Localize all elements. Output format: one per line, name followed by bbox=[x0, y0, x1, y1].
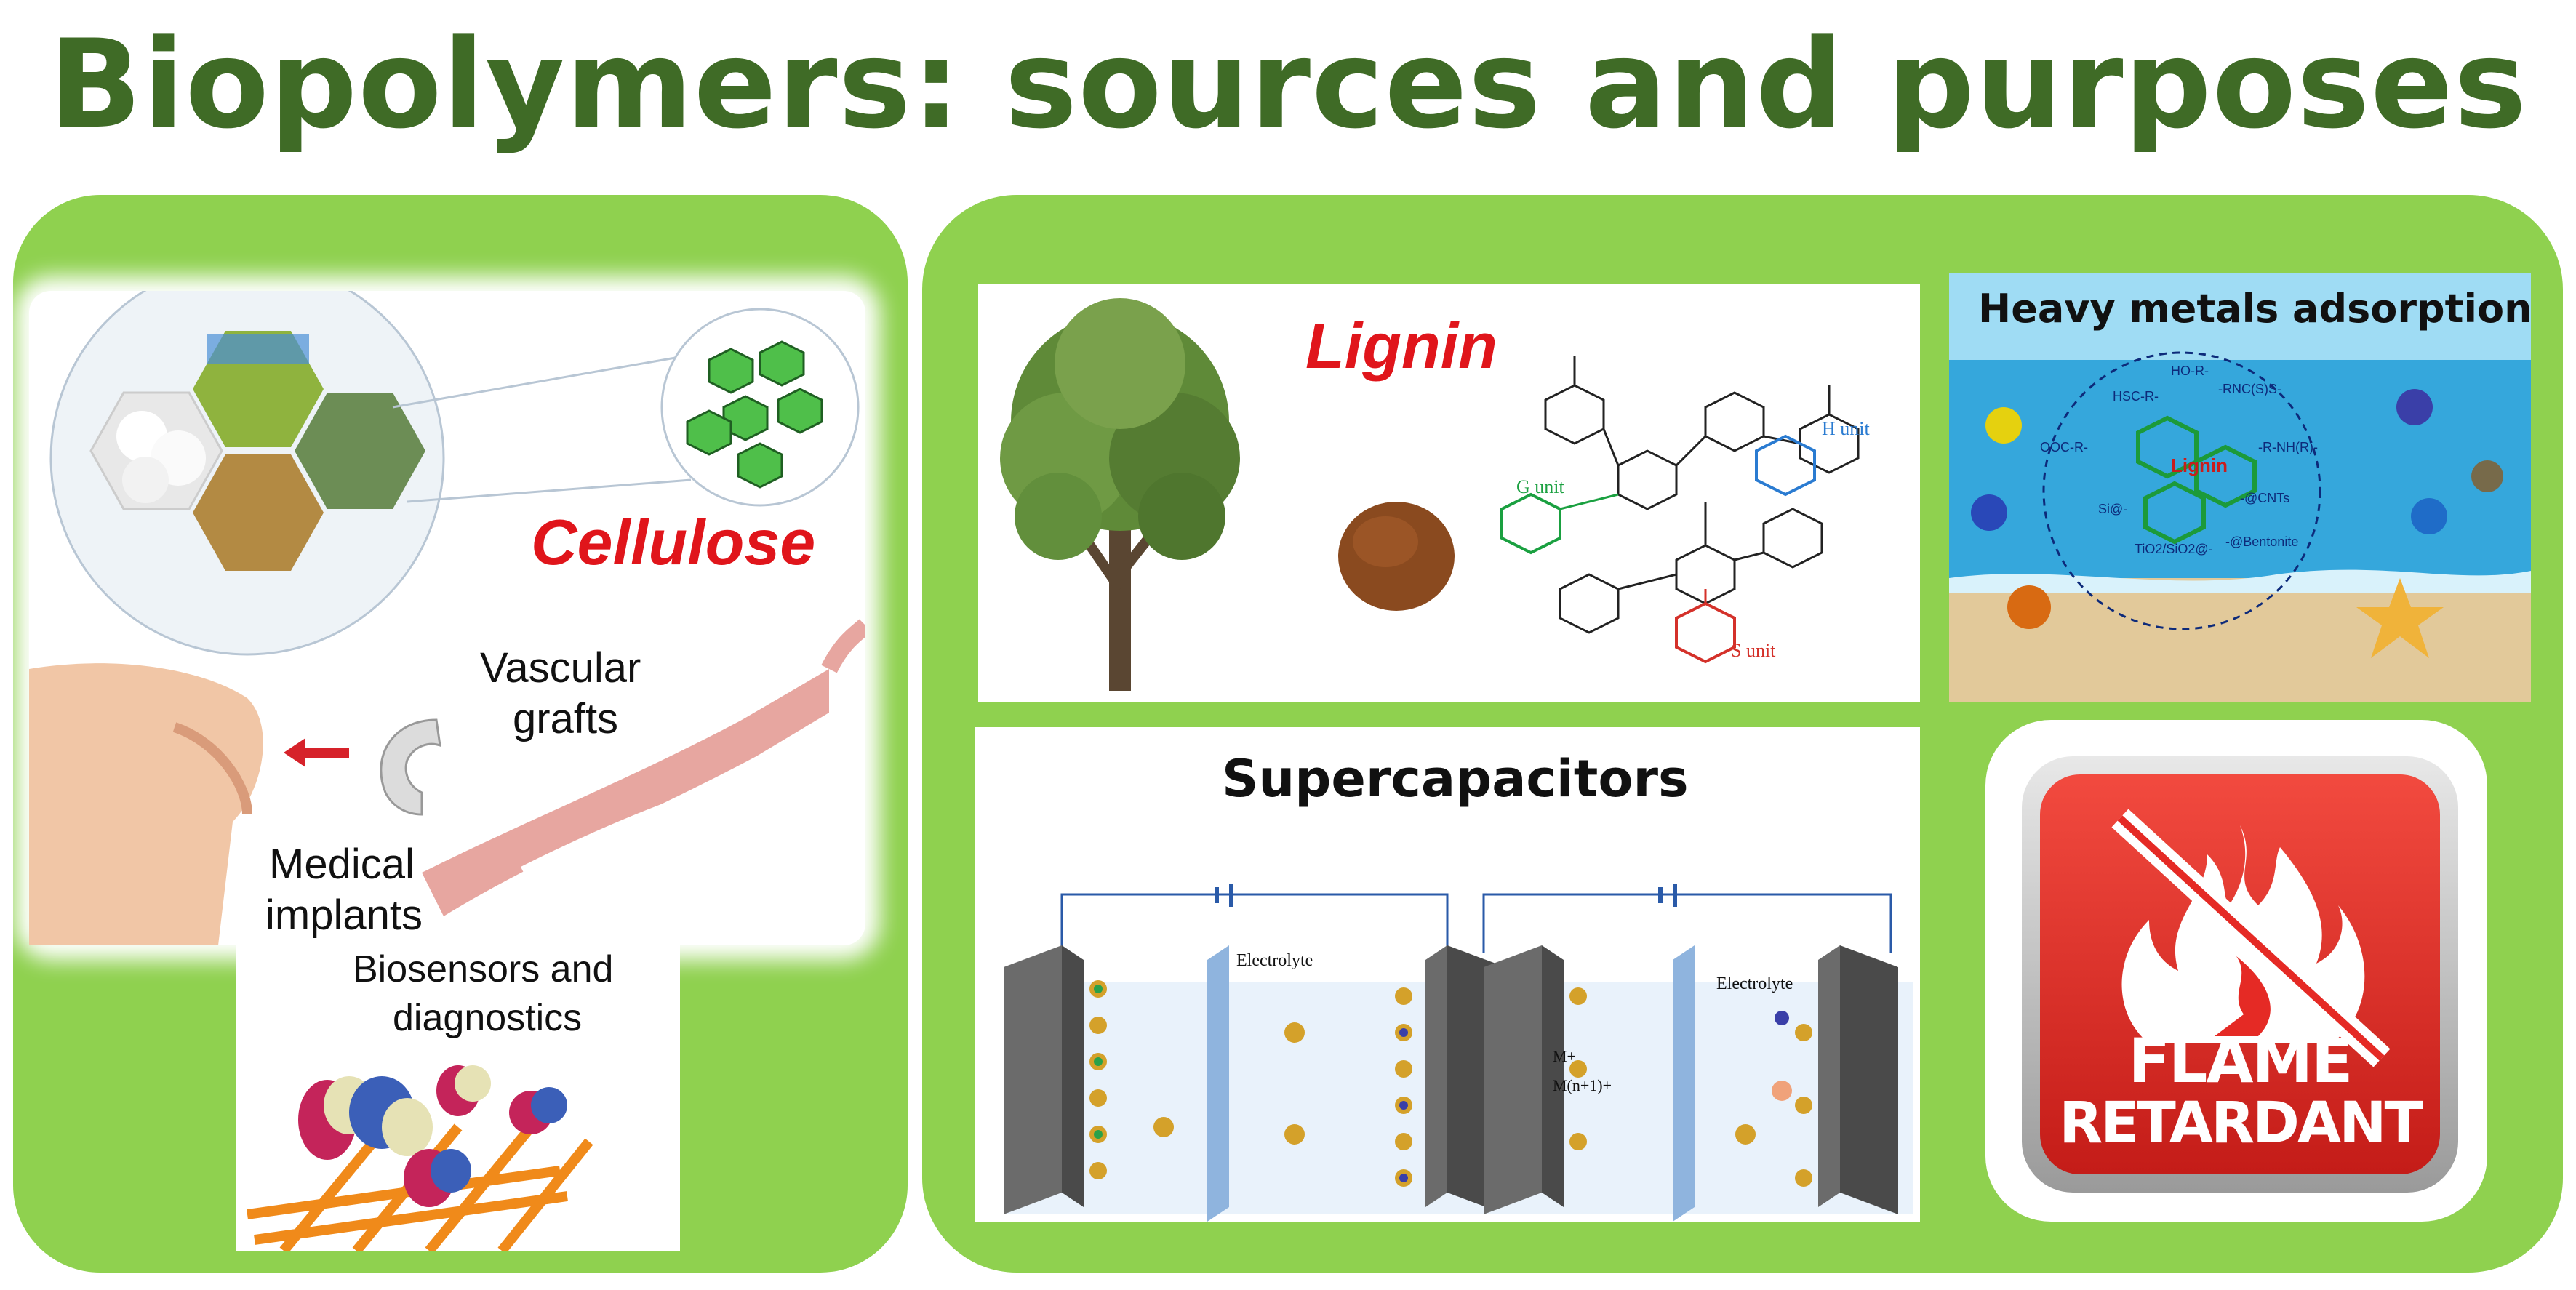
knee-implant-illustration bbox=[29, 663, 263, 945]
m-ion-label: M(n+1)+ bbox=[1553, 1076, 1612, 1094]
group-label-8: TiO2/SiO2@- bbox=[2135, 542, 2213, 556]
h-unit-label: H unit bbox=[1822, 418, 1870, 439]
no-fire-icon bbox=[2111, 809, 2391, 1067]
vascular-grafts-label-line2: grafts bbox=[513, 695, 619, 742]
electrolyte-label-left: Electrolyte bbox=[1236, 951, 1313, 970]
medical-implants-label-line1: Medical bbox=[269, 841, 415, 888]
cellulose-label: Cellulose bbox=[531, 506, 816, 578]
supercapacitor-left bbox=[1004, 884, 1505, 1222]
lignin-label: Lignin bbox=[1305, 310, 1497, 382]
biosensors-label-line2: diagnostics bbox=[393, 997, 583, 1039]
group-label-1: HSC-R- bbox=[2113, 389, 2159, 404]
heavy-metals-title: Heavy metals adsorption bbox=[1978, 286, 2532, 332]
lignin-illustration bbox=[1000, 298, 1860, 691]
s-unit-label: S unit bbox=[1731, 640, 1776, 661]
heavy-metals-illustration bbox=[1949, 273, 2531, 702]
m-plus-label: M+ bbox=[1553, 1047, 1576, 1065]
g-unit-label: G unit bbox=[1516, 476, 1564, 497]
group-label-3: -RNC(S)S- bbox=[2218, 382, 2281, 396]
meniscus-implant bbox=[380, 718, 441, 816]
pineapple-hexagon bbox=[295, 393, 425, 509]
biosensors-label-line1: Biosensors and bbox=[353, 948, 614, 990]
group-label-9: -@Bentonite bbox=[2225, 534, 2299, 549]
medical-implants-label-line2: implants bbox=[265, 892, 423, 939]
flame-label-line1: FLAME bbox=[2128, 1025, 2353, 1097]
supercapacitors-title: Supercapacitors bbox=[1222, 749, 1689, 809]
group-label-2: HO-R- bbox=[2171, 364, 2209, 378]
group-label-7: -@CNTs bbox=[2240, 491, 2290, 505]
electrolyte-label-right: Electrolyte bbox=[1716, 974, 1793, 993]
starfish-icon bbox=[2356, 578, 2444, 658]
lignin-molecule-icon bbox=[2136, 415, 2257, 545]
biosensor-illustration bbox=[247, 1065, 593, 1251]
cellulose-sources-illustration bbox=[29, 291, 865, 945]
heavy-metals-center-label: Lignin bbox=[2171, 454, 2228, 476]
group-label-6: Si@- bbox=[2098, 502, 2128, 516]
supercapacitor-diagram bbox=[1004, 884, 1913, 1222]
page-title: Biopolymers: sources and purposes bbox=[48, 13, 2528, 156]
vascular-grafts-label-line1: Vascular bbox=[480, 644, 641, 692]
supercapacitor-right bbox=[1482, 884, 1913, 1222]
group-label-5: -R-NH(R)- bbox=[2258, 440, 2318, 454]
group-label-4: OOC-R- bbox=[2040, 440, 2088, 454]
hay-hexagon bbox=[193, 454, 324, 571]
flame-label-line2: RETARDANT bbox=[2059, 1091, 2423, 1156]
vascular-graft-illustration bbox=[422, 669, 829, 916]
tree-icon bbox=[1000, 298, 1240, 691]
